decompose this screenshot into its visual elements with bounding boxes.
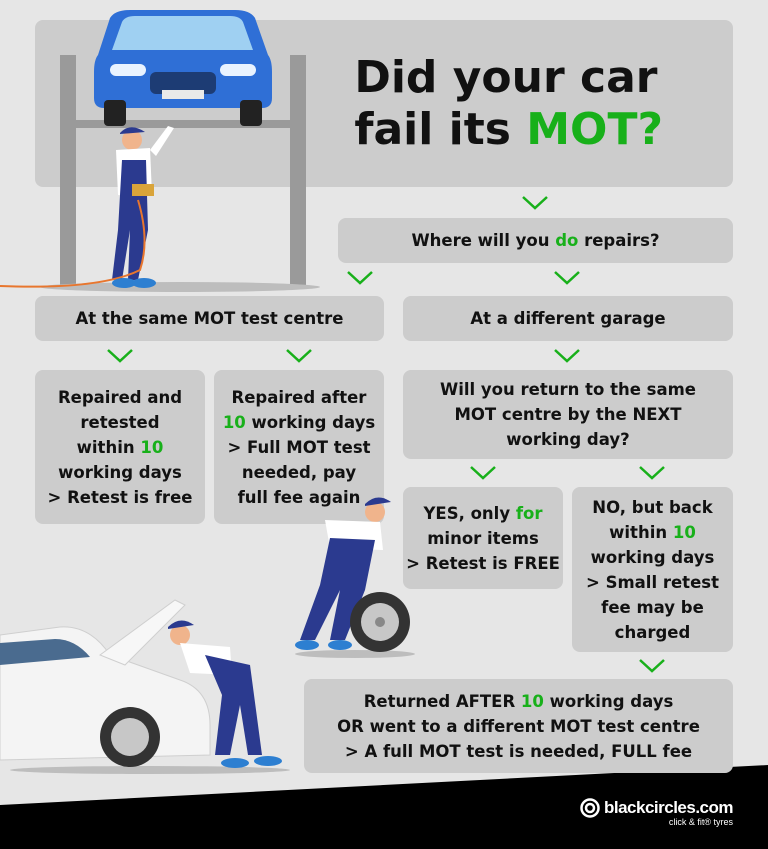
mechanic-with-tyre-illustration: [295, 497, 415, 658]
question-box: Where will you do repairs?: [338, 218, 733, 263]
brand-tagline: click & fit® tyres: [668, 817, 733, 827]
text-line: > Full MOT test: [227, 437, 371, 457]
text-highlight: 10: [140, 437, 164, 457]
brand-logo[interactable]: blackcircles.com click & fit® tyres: [580, 798, 734, 827]
text-line: NO, but back: [592, 497, 713, 517]
text-line: retested: [80, 412, 160, 432]
text-part: Returned AFTER: [363, 691, 521, 711]
question-suffix: repairs?: [578, 231, 660, 250]
text-line: > Small retest: [586, 572, 719, 592]
outcome-full-test: Returned AFTER 10 working days OR went t…: [304, 679, 733, 773]
text-line: Repaired and: [57, 387, 183, 407]
text-line: minor items: [427, 528, 539, 548]
chevron-down-icon: [639, 659, 665, 673]
branch-different-garage: At a different garage: [403, 296, 733, 341]
text-part: YES, only: [423, 503, 516, 523]
title-highlight: MOT?: [526, 103, 663, 155]
title-line-2: fail its MOT?: [354, 104, 663, 156]
title-text: fail its: [354, 103, 527, 155]
text-line: working days: [590, 547, 715, 567]
logo-circles-icon: [580, 798, 600, 818]
chevron-down-icon: [522, 196, 548, 210]
car-repair-illustration: [0, 599, 290, 774]
question-text: Where will you do repairs?: [411, 228, 659, 253]
text-line: needed, pay: [241, 462, 357, 482]
text-line: > A full MOT test is needed, FULL fee: [344, 741, 693, 761]
text-line: Repaired after: [231, 387, 367, 407]
text-line: within 10: [48, 435, 193, 460]
text-line: working day?: [506, 430, 630, 449]
chevron-down-icon: [639, 466, 665, 480]
text-line: MOT centre by the NEXT: [454, 405, 682, 424]
text-line: OR went to a different MOT test centre: [337, 716, 700, 736]
return-question-box: Will you return to the same MOT centre b…: [403, 370, 733, 459]
text-part: working days: [543, 691, 674, 711]
text-line: within 10: [586, 520, 719, 545]
chevron-down-icon: [107, 349, 133, 363]
chevron-down-icon: [286, 349, 312, 363]
brand-name: blackcircles.com: [603, 798, 734, 817]
branch-different-garage-label: At a different garage: [470, 309, 666, 328]
outcome-yes-next-day: YES, only for minor items > Retest is FR…: [403, 487, 563, 589]
branch-same-centre: At the same MOT test centre: [35, 296, 384, 341]
text-part: working days: [245, 412, 376, 432]
page-title: Did your car fail its MOT?: [354, 52, 663, 156]
text-line: > Retest is FREE: [406, 553, 560, 573]
text-line: charged: [614, 622, 691, 642]
text-line: working days: [58, 462, 182, 482]
text-part: within: [76, 437, 141, 457]
text-line: > Retest is free: [47, 487, 193, 507]
text-line: fee may be: [601, 597, 704, 617]
outcome-within-10-days: Repaired and retested within 10 working …: [35, 370, 205, 524]
text-highlight: 10: [672, 522, 696, 542]
text-part: within: [609, 522, 673, 542]
title-line-1: Did your car: [354, 51, 658, 103]
text-line: Will you return to the same: [440, 380, 696, 399]
chevron-down-icon: [554, 271, 580, 285]
text-line: 10 working days: [223, 410, 375, 435]
text-line: full fee again: [237, 487, 361, 507]
branch-same-centre-label: At the same MOT test centre: [75, 309, 344, 328]
chevron-down-icon: [470, 466, 496, 480]
text-line: Returned AFTER 10 working days: [337, 689, 700, 714]
question-highlight: do: [555, 231, 579, 250]
outcome-no-within-10-days: NO, but back within 10 working days > Sm…: [572, 487, 733, 652]
outcome-after-10-days: Repaired after 10 working days > Full MO…: [214, 370, 384, 524]
car-on-lift-illustration: [0, 10, 320, 292]
text-highlight: 10: [520, 691, 544, 711]
text-highlight: for: [515, 503, 543, 523]
question-prefix: Where will you: [411, 231, 556, 250]
chevron-down-icon: [347, 271, 373, 285]
text-line: YES, only for: [406, 501, 560, 526]
text-highlight: 10: [222, 412, 246, 432]
chevron-down-icon: [554, 349, 580, 363]
